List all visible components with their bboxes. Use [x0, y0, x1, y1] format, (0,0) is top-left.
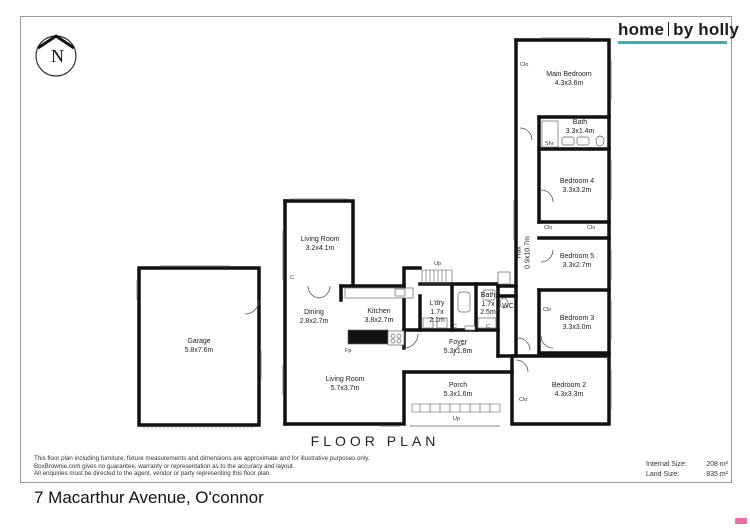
stat-land: Land Size:835 m² — [646, 471, 728, 478]
plan-title: FLOOR PLAN — [310, 433, 440, 449]
fixtures — [344, 120, 605, 346]
label-clo-b3: Clo — [543, 307, 552, 313]
label-up-bottom: Up — [453, 416, 461, 422]
room-wc: WC — [502, 303, 514, 310]
label-clo-main: Clo — [520, 62, 529, 68]
compass-icon — [35, 34, 77, 77]
disclaimer: This floor plan including furniture, fix… — [34, 455, 370, 478]
stat-internal: Internal Size:208 m² — [646, 461, 728, 468]
label-c-bath: C — [486, 324, 490, 330]
label-c-dining: C — [290, 275, 294, 281]
stairs — [411, 269, 501, 413]
size-stats: Internal Size:208 m² Land Size:835 m² — [646, 460, 728, 480]
garage-walls — [137, 266, 261, 427]
label-up-top: Up — [434, 261, 442, 267]
brand-underline — [618, 41, 727, 44]
walls — [137, 38, 611, 427]
label-clo-b2: Clo — [519, 397, 528, 403]
doors — [244, 127, 554, 373]
property-address: 7 Macarthur Avenue, O'connor — [34, 488, 264, 507]
compass-letter: N — [51, 46, 64, 66]
label-clo-b4: Clo — [544, 225, 553, 231]
windows — [136, 37, 612, 428]
corner-badge — [735, 518, 747, 524]
plan-frame — [20, 16, 732, 483]
label-fp: Fp — [345, 348, 352, 354]
label-shr: Shr — [545, 141, 554, 147]
label-c-laundry: C — [453, 324, 457, 330]
label-clo-b5: Clo — [587, 225, 596, 231]
